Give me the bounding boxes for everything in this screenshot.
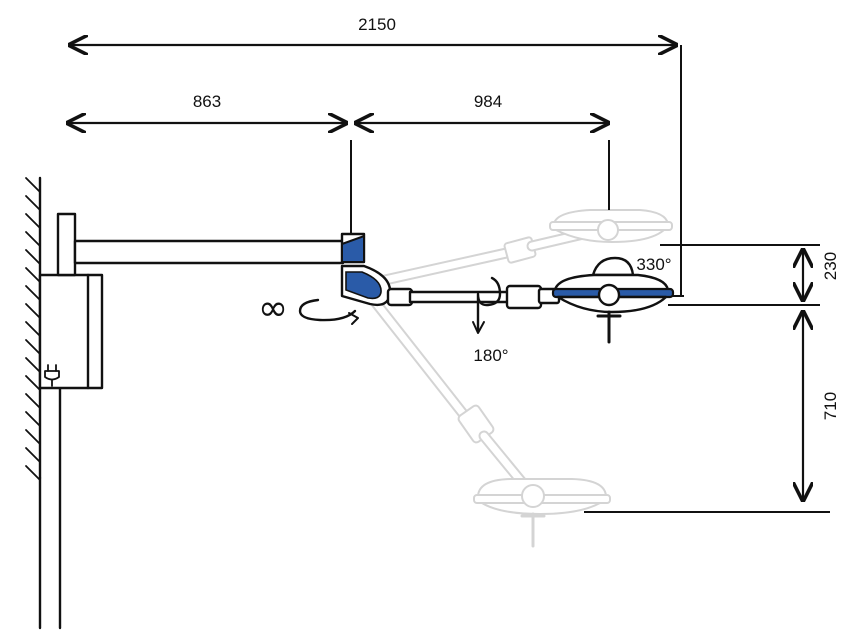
tilt-angle-label: 180° <box>473 346 508 365</box>
ghost-lowered-position <box>366 209 673 548</box>
light-head <box>551 256 675 344</box>
main-arm <box>73 232 392 307</box>
wall-hatching <box>25 177 41 481</box>
wall-mount <box>25 176 104 630</box>
plug-icon <box>44 364 60 387</box>
arm-rotation-arrow <box>298 298 359 325</box>
dim-head-height: 230 <box>821 252 840 280</box>
head-rotation-label: 330° <box>636 255 671 274</box>
dim-overall-reach: 2150 <box>358 15 396 34</box>
second-arm <box>386 284 561 310</box>
dim-lower-drop: 710 <box>821 392 840 420</box>
dimension-lines <box>68 45 830 513</box>
dim-second-arm: 984 <box>474 92 502 111</box>
tilt-rotation-arrow <box>472 276 502 334</box>
dim-first-arm: 863 <box>193 92 221 111</box>
infinity-rotation-label: ∞ <box>258 288 288 329</box>
